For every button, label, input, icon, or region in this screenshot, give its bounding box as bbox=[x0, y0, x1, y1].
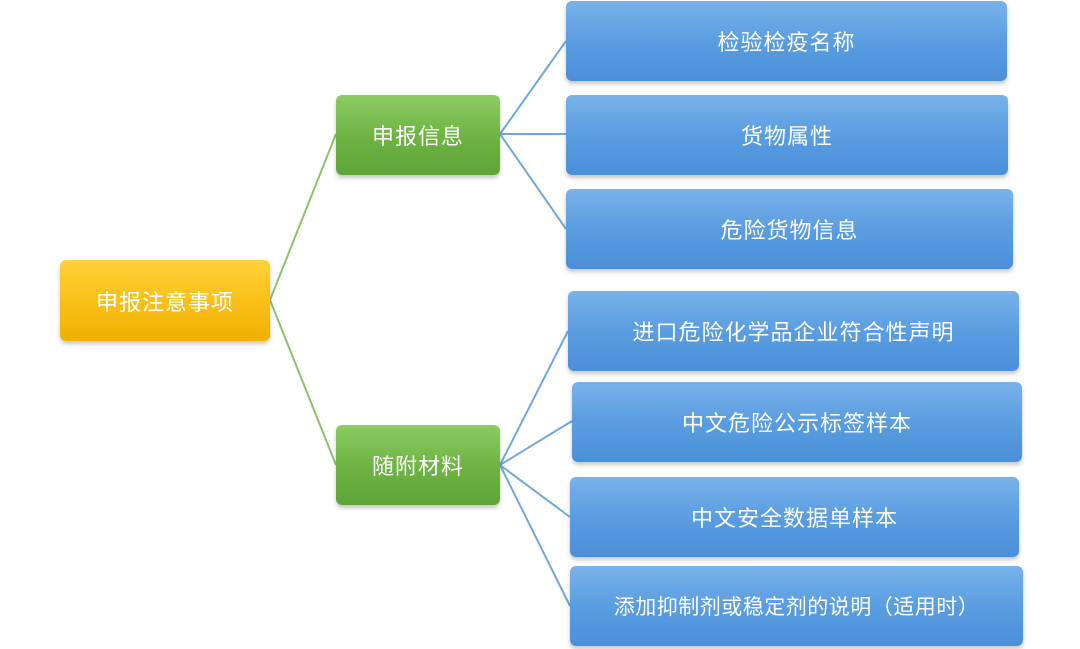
connector-declaration-info-to-leaf-3 bbox=[499, 133, 567, 230]
leaf-node-inhibitor-stabilizer-note: 添加抑制剂或稳定剂的说明（适用时） bbox=[570, 566, 1023, 646]
connector-attached-materials-to-leaf-4 bbox=[499, 464, 571, 607]
leaf-node-inspection-name: 检验检疫名称 bbox=[566, 1, 1007, 81]
root-node: 申报注意事项 bbox=[60, 260, 270, 341]
leaf-node-dangerous-goods-info: 危险货物信息 bbox=[566, 189, 1013, 269]
leaf-node-safety-data-sheet-sample: 中文安全数据单样本 bbox=[570, 477, 1019, 557]
leaf-node-goods-attributes: 货物属性 bbox=[566, 95, 1008, 175]
connector-attached-materials-to-leaf-3 bbox=[499, 464, 571, 518]
leaf-node-compliance-statement: 进口危险化学品企业符合性声明 bbox=[568, 291, 1019, 371]
connector-root-to-attached-materials bbox=[269, 299, 337, 466]
connector-root-to-declaration-info bbox=[269, 133, 337, 301]
branch-node-attached-materials: 随附材料 bbox=[336, 425, 500, 505]
connector-declaration-info-to-leaf-1 bbox=[499, 40, 567, 135]
leaf-node-hazard-label-sample: 中文危险公示标签样本 bbox=[572, 382, 1022, 462]
branch-node-declaration-info: 申报信息 bbox=[336, 95, 500, 175]
connector-attached-materials-to-leaf-2 bbox=[499, 420, 573, 466]
connector-attached-materials-to-leaf-1 bbox=[499, 330, 569, 466]
